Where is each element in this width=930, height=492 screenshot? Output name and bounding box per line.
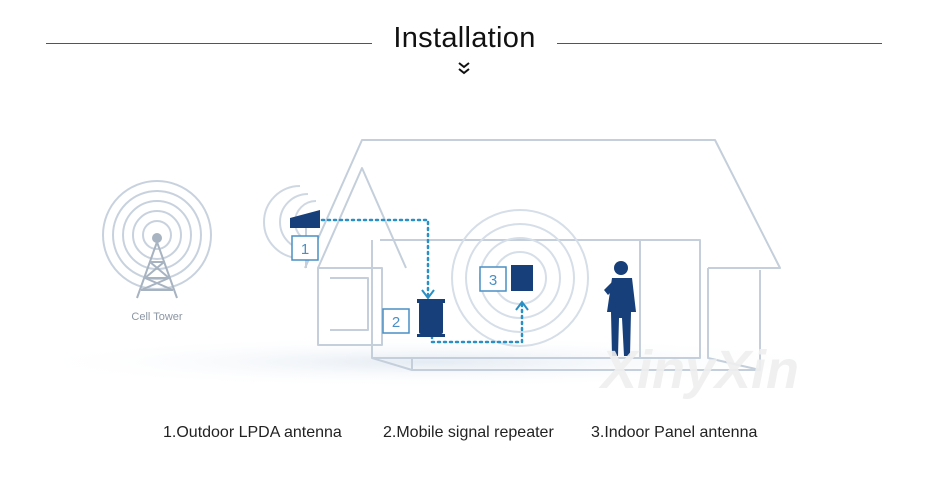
header-rule-right xyxy=(557,43,882,44)
legend: 1.Outdoor LPDA antenna 2.Mobile signal r… xyxy=(0,424,930,448)
cable-link xyxy=(320,218,524,344)
legend-item-indoor-panel: 3.Indoor Panel antenna xyxy=(591,424,758,441)
legend-item-outdoor-antenna: 1.Outdoor LPDA antenna xyxy=(163,424,342,441)
indoor-panel-icon xyxy=(511,265,533,291)
marker-1: 1 xyxy=(291,235,319,261)
installation-diagram: Cell Tower 1 xyxy=(20,139,840,400)
house-outline xyxy=(304,139,781,371)
tower-label: Cell Tower xyxy=(131,311,182,323)
cable-arrow-up xyxy=(515,300,529,311)
svg-text:1: 1 xyxy=(301,241,309,258)
marker-3: 3 xyxy=(479,266,507,292)
legend-item-repeater: 2.Mobile signal repeater xyxy=(383,424,554,441)
header: Installation xyxy=(0,0,930,80)
tower-structure xyxy=(136,233,178,299)
person-on-phone-icon xyxy=(604,261,636,356)
watermark: XinyXin xyxy=(598,340,799,400)
page-title: Installation xyxy=(393,22,536,54)
marker-2: 2 xyxy=(382,308,410,334)
svg-text:2: 2 xyxy=(392,314,400,331)
outdoor-antenna-icon xyxy=(290,210,320,228)
repeater-icon xyxy=(419,302,443,334)
cable-arrow-down xyxy=(421,289,435,300)
header-rule-left xyxy=(46,43,372,44)
double-chevron-down-icon xyxy=(458,62,470,75)
svg-text:3: 3 xyxy=(489,272,497,289)
ground-glow xyxy=(20,336,840,388)
